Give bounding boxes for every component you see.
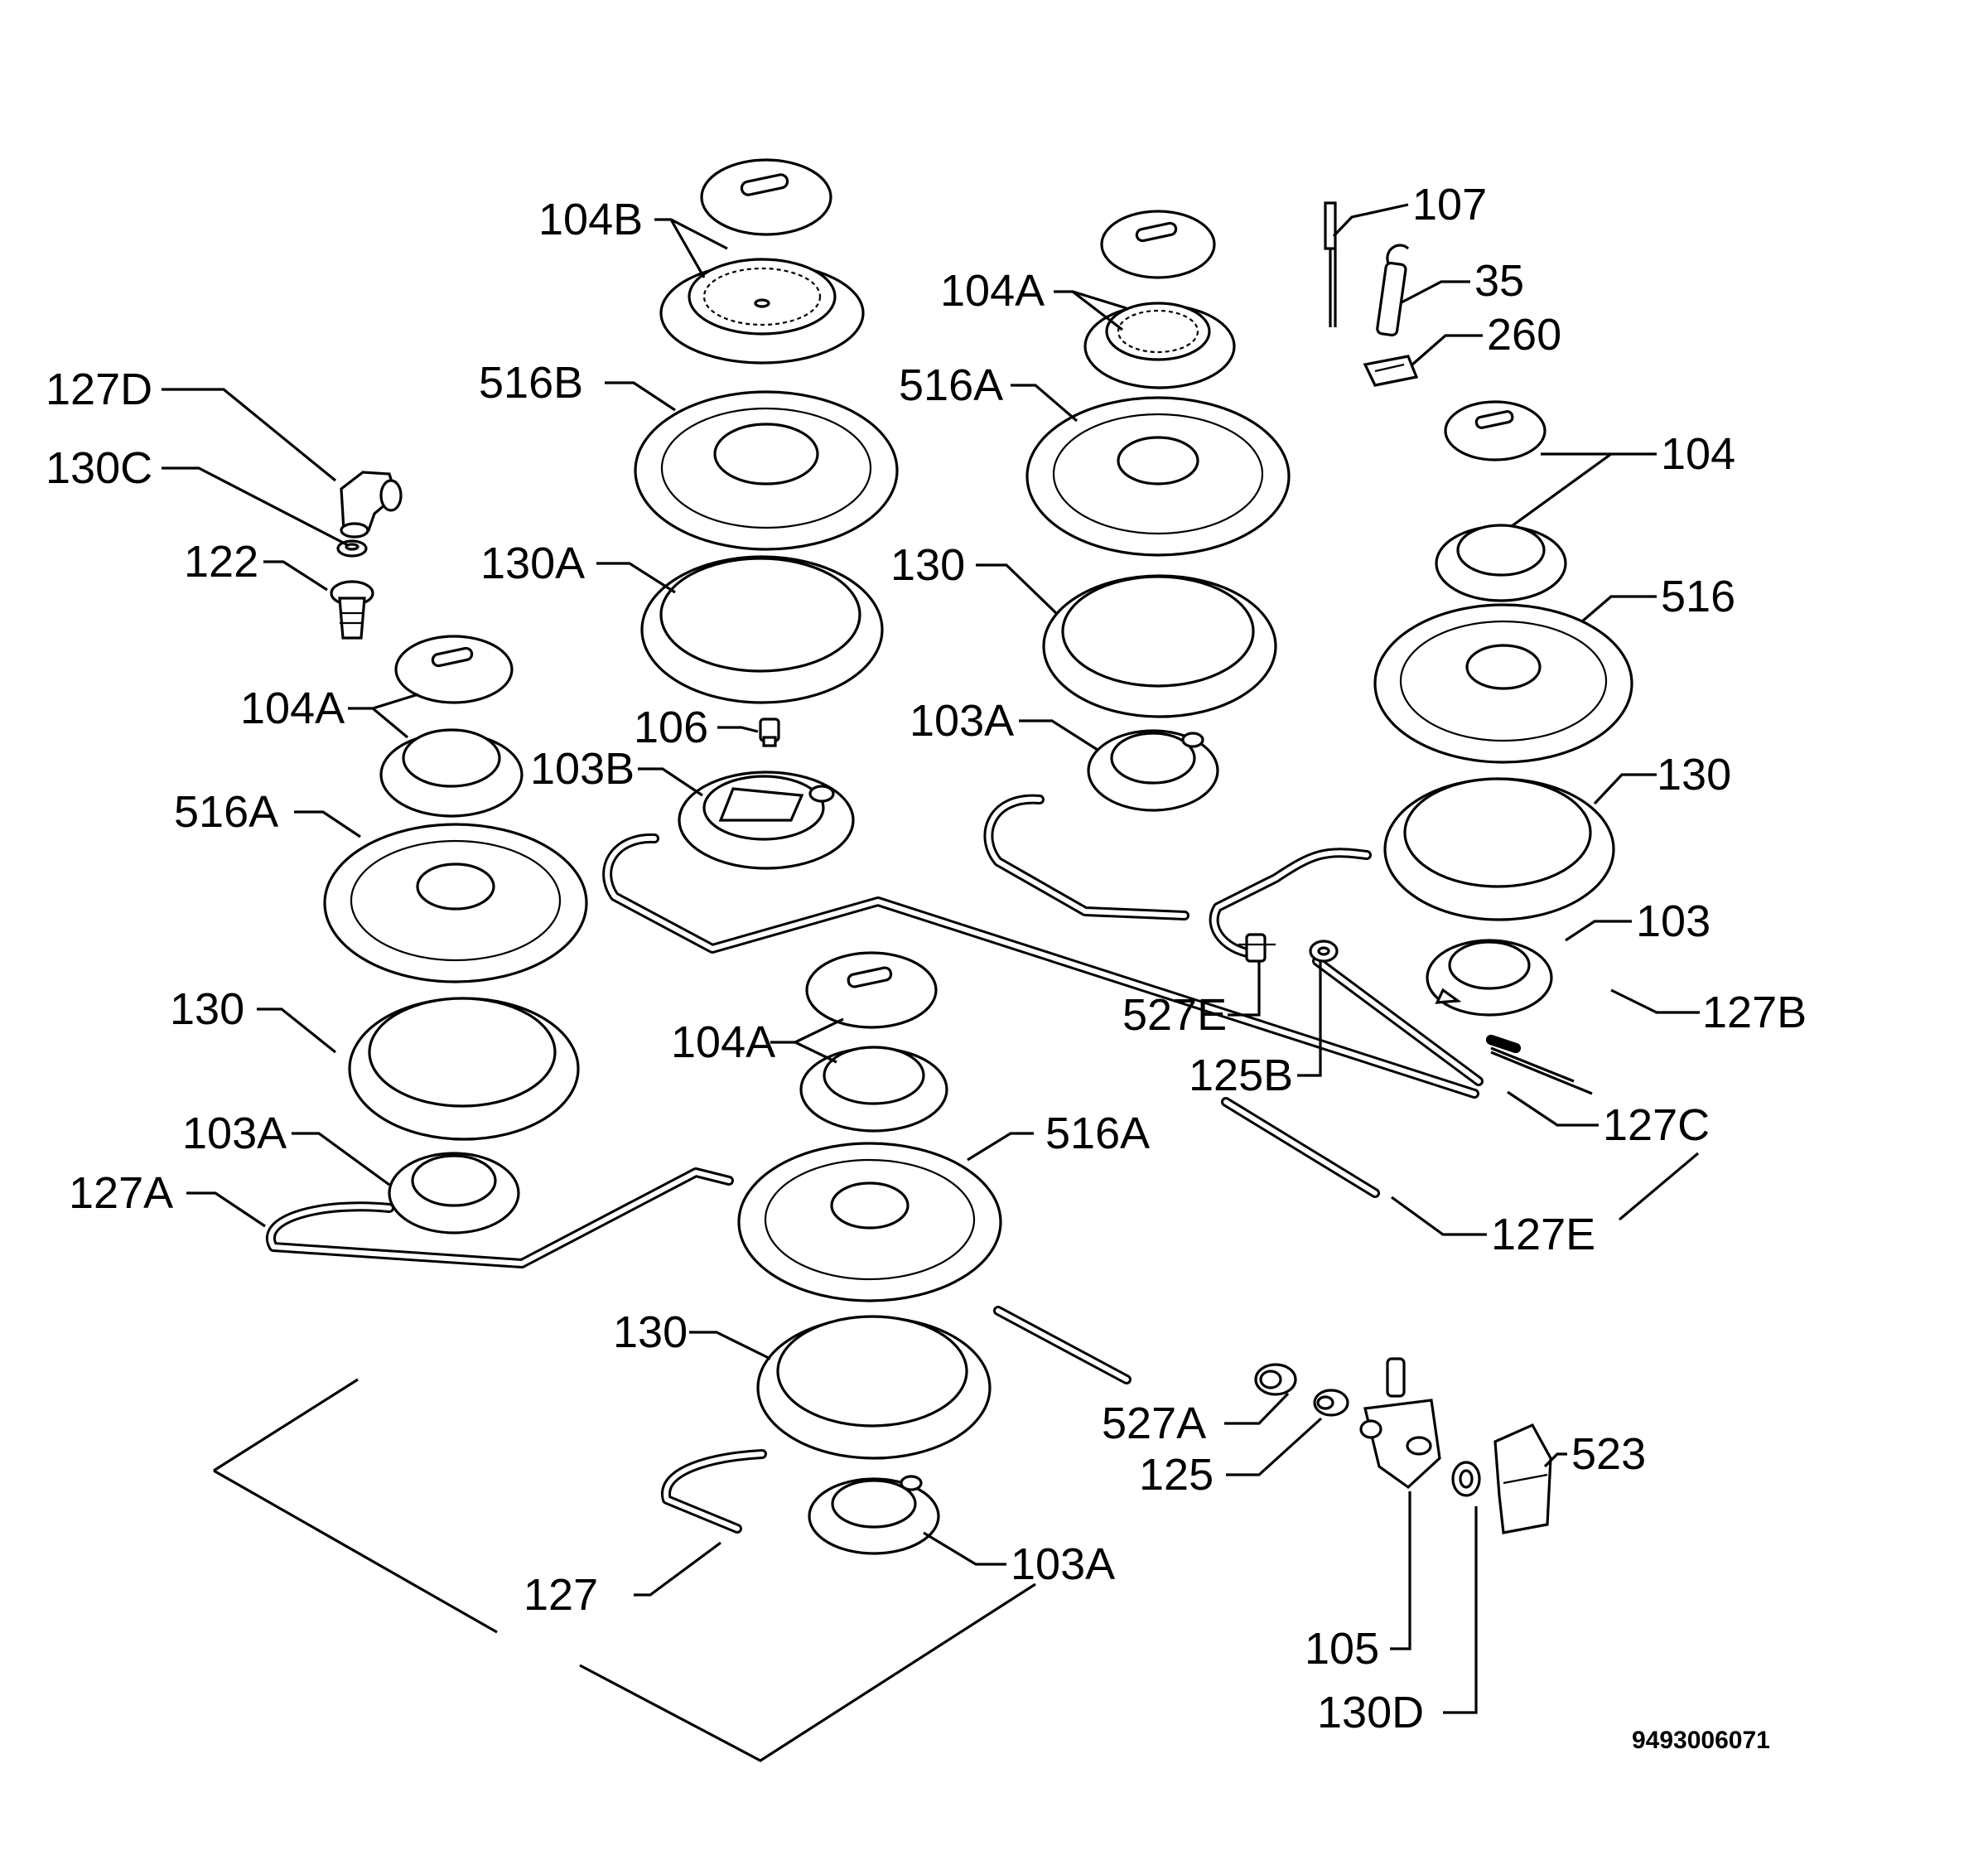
- label-260: 260: [1487, 310, 1561, 360]
- seal-ring-130a: [640, 555, 884, 704]
- label-104b: 104B: [538, 195, 643, 244]
- spillage-tray-516a-left: [323, 823, 588, 983]
- label-516a-bottom: 516A: [1045, 1109, 1150, 1158]
- label-125: 125: [1139, 1450, 1214, 1500]
- burner-crown-104a-top: [1083, 302, 1236, 389]
- burner-crown-104a-bottom: [799, 1046, 948, 1133]
- part-labels: 104B 107 35 260 104A 516B 516A 127D 130C…: [46, 180, 1807, 1754]
- burner-cap-104b: [700, 158, 832, 236]
- burner-stack-front: [737, 951, 1002, 1555]
- label-527e: 527E: [1122, 990, 1227, 1040]
- label-104a-left: 104A: [240, 684, 345, 733]
- label-127a: 127A: [69, 1168, 173, 1218]
- label-127e: 127E: [1491, 1210, 1595, 1259]
- label-103a-left: 103A: [182, 1109, 287, 1158]
- spillage-tray-516-right: [1373, 603, 1633, 764]
- label-122: 122: [184, 537, 258, 587]
- burner-base-103b: [678, 771, 855, 870]
- spring-clip-260: [1363, 355, 1419, 387]
- burner-crown-104-right: [1435, 524, 1567, 602]
- burner-crown-104a-left: [379, 728, 524, 818]
- burner-cap-104-right: [1444, 400, 1546, 461]
- thermocouple-107: [1324, 201, 1337, 327]
- label-130d: 130D: [1317, 1688, 1424, 1737]
- ignition-plug-35: [1376, 244, 1410, 337]
- label-527a: 527A: [1102, 1399, 1206, 1448]
- nut-125b: [1309, 940, 1339, 963]
- label-130-left: 130: [170, 984, 244, 1034]
- label-523: 523: [1571, 1429, 1646, 1479]
- burner-stack-right: [1373, 400, 1633, 1017]
- label-130-bottom: 130: [613, 1307, 688, 1357]
- label-35: 35: [1474, 256, 1524, 306]
- label-104-right: 104: [1661, 429, 1735, 479]
- label-130a: 130A: [480, 539, 585, 588]
- drawing-code: 9493006071: [1632, 1727, 1770, 1754]
- burner-stack-rear-right: [1025, 210, 1291, 812]
- burner-cap-104a-top: [1100, 210, 1216, 279]
- burner-stack-large: [634, 158, 899, 870]
- bracket-lines: [213, 1051, 1593, 1762]
- label-516a-left: 516A: [174, 787, 278, 837]
- burner-base-103a-left: [388, 1152, 520, 1234]
- label-106: 106: [634, 703, 708, 752]
- label-104a-bottom: 104A: [671, 1017, 775, 1067]
- burner-cap-104a-left: [394, 635, 514, 704]
- gas-pipes: [266, 794, 1575, 1534]
- burner-crown-104b: [659, 258, 865, 365]
- label-105: 105: [1305, 1624, 1379, 1674]
- leader-lines: [162, 203, 1700, 1714]
- burner-base-103a-bottom: [808, 1475, 940, 1555]
- spillage-tray-516a-top: [1025, 396, 1291, 557]
- nut-125: [1313, 1389, 1349, 1417]
- injector-106: [759, 717, 780, 747]
- label-103a-bottom: 103A: [1011, 1539, 1115, 1589]
- label-516a-top: 516A: [899, 360, 1003, 410]
- label-130-top: 130: [890, 540, 965, 590]
- label-516-right: 516: [1661, 572, 1735, 621]
- nozzle-connector-122: [330, 580, 374, 640]
- burner-base-103a-top: [1087, 729, 1219, 812]
- seal-ring-130-left: [348, 997, 580, 1141]
- label-127c: 127C: [1603, 1100, 1710, 1150]
- label-127d: 127D: [46, 365, 152, 414]
- elbow-connector-127d: [340, 471, 403, 539]
- label-103a-top: 103A: [910, 696, 1014, 746]
- label-130c: 130C: [46, 443, 152, 493]
- clip-527e: [1238, 933, 1276, 963]
- label-125b: 125B: [1189, 1051, 1293, 1100]
- seal-ring-130-bottom: [756, 1315, 992, 1460]
- label-516b: 516B: [479, 358, 583, 408]
- spillage-tray-516b: [634, 390, 899, 551]
- seal-ring-130-top: [1042, 574, 1277, 718]
- spillage-tray-516a-bottom: [737, 1142, 1002, 1302]
- small-components: [330, 201, 1552, 1534]
- sleeve-527a: [1254, 1363, 1297, 1396]
- label-130-right: 130: [1657, 750, 1731, 800]
- label-103-right: 103: [1636, 896, 1711, 946]
- bracket-523: [1493, 1423, 1552, 1534]
- label-127b: 127B: [1702, 988, 1807, 1037]
- label-103b: 103B: [530, 744, 635, 794]
- gas-tap-105: [1359, 1357, 1441, 1490]
- burner-cap-104a-bottom: [805, 951, 938, 1029]
- label-104a-top: 104A: [940, 266, 1045, 316]
- seal-ring-130-right: [1383, 777, 1615, 921]
- burner-base-103-right: [1426, 939, 1553, 1017]
- burner-stack-left: [323, 635, 588, 1234]
- label-127: 127: [524, 1570, 598, 1620]
- label-107: 107: [1412, 180, 1487, 230]
- washer-130d: [1451, 1461, 1481, 1497]
